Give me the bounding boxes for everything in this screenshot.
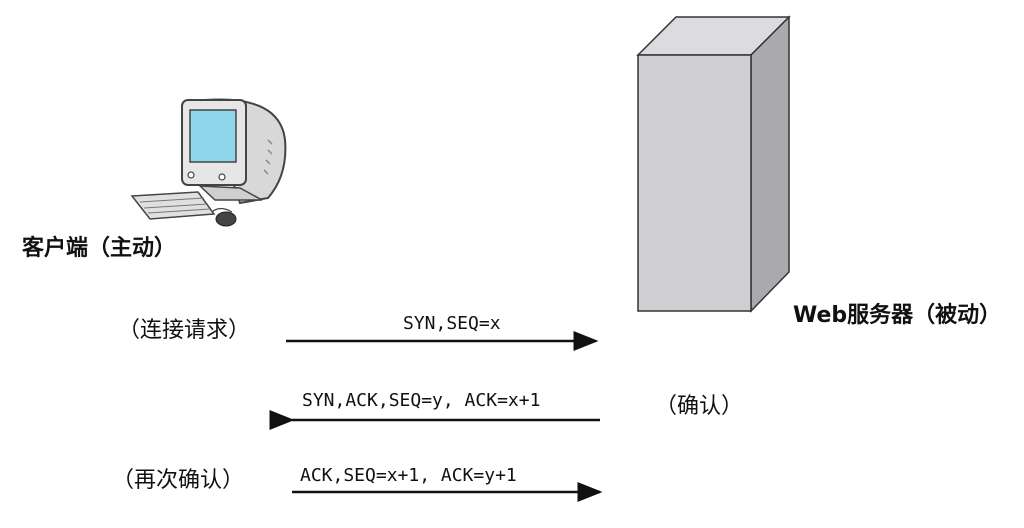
server-tower-icon <box>636 15 791 313</box>
step-2-side-label: （确认） <box>655 394 744 419</box>
step-1-message: SYN,SEQ=x <box>403 313 501 334</box>
client-label: 客户端（主动） <box>22 236 177 261</box>
desktop-computer-icon <box>130 98 287 227</box>
step-2-message: SYN,ACK,SEQ=y, ACK=x+1 <box>302 390 541 411</box>
step-3-side-label: （再次确认） <box>112 468 245 493</box>
server-label: Web服务器（被动） <box>793 303 1002 328</box>
step-3-message: ACK,SEQ=x+1, ACK=y+1 <box>300 465 517 486</box>
step-1-side-label: （连接请求） <box>118 318 251 343</box>
